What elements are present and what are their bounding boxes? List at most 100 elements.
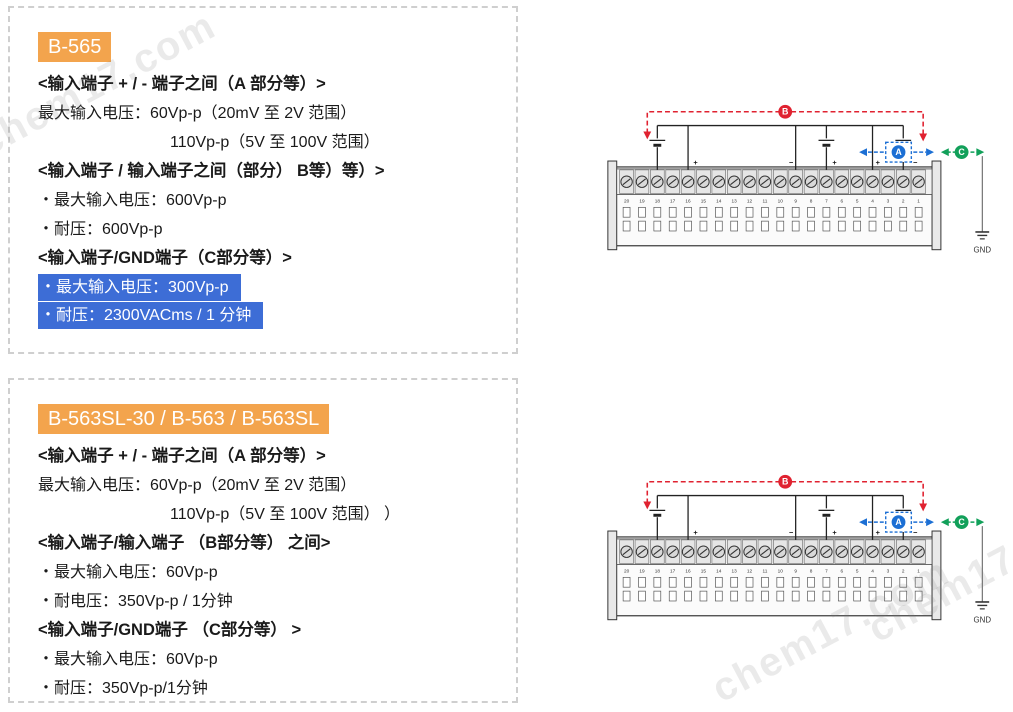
screw-slot [837, 178, 846, 186]
terminal-number: 19 [639, 568, 645, 574]
screw-slot [637, 548, 647, 556]
wire-hole [776, 206, 785, 218]
wire-hole [730, 206, 738, 218]
screw-slot [730, 548, 739, 556]
spec-line: ・耐电压：350Vp-p / 1分钟 [38, 593, 233, 610]
screw-slot [776, 178, 785, 186]
wire-hole [914, 590, 923, 602]
terminal-number: 8 [810, 198, 813, 204]
terminal-number: 4 [871, 198, 874, 204]
wire-hole [837, 576, 846, 588]
wire-hole [791, 576, 800, 588]
polarity-label: − [913, 528, 917, 537]
c-arrow-right [976, 518, 985, 527]
wire-hole [745, 590, 754, 602]
wire-hole [684, 220, 692, 232]
screw-slot [668, 178, 677, 186]
a-arrow-left [859, 148, 868, 157]
terminal-number: 20 [624, 568, 630, 574]
polarity-label: − [913, 158, 917, 167]
wire-hole [745, 576, 754, 588]
screw-slot [760, 548, 770, 556]
terminal-number: 6 [840, 198, 843, 204]
wire-hole [684, 576, 692, 588]
wire-hole [822, 576, 831, 588]
spec-line: 110Vp-p（5V 至 100V 范围） [170, 134, 380, 151]
wire-hole [745, 220, 754, 232]
wire-hole [791, 206, 800, 218]
terminal-number: 14 [716, 568, 722, 574]
wire-hole [884, 220, 892, 232]
screw-slot [868, 178, 877, 186]
wire-hole [622, 590, 631, 602]
a-arrow-right [926, 148, 935, 157]
screw-slot [653, 548, 662, 556]
spec-line-highlighted: ・耐压：2300VACms / 1 分钟 [38, 302, 264, 329]
screw-slot [791, 548, 800, 556]
wire-hole [868, 206, 877, 218]
wire-hole [868, 220, 877, 232]
wire-hole [730, 220, 738, 232]
a-label-badge [891, 515, 906, 530]
polarity-label: + [832, 158, 837, 167]
end-cap-left [607, 530, 618, 621]
terminal-number: 1 [917, 568, 920, 574]
terminal-number: 10 [778, 198, 784, 204]
terminal-number: 4 [871, 568, 874, 574]
wire-hole [684, 590, 692, 602]
polarity-label: + [832, 528, 837, 537]
wire-hole [837, 220, 846, 232]
wire-hole [761, 590, 769, 602]
screw-slot [668, 548, 677, 556]
wire-hole [730, 576, 738, 588]
screw-slot [653, 178, 662, 186]
screw-slot [806, 178, 816, 186]
a-label: A [895, 147, 902, 157]
terminal-number: 10 [778, 568, 784, 574]
terminal-number: 6 [840, 568, 843, 574]
c-label-badge [954, 145, 969, 160]
wire-hole [622, 220, 631, 232]
b-arrow-left [643, 501, 652, 510]
terminal-number: 15 [701, 198, 707, 204]
wire-hole [822, 590, 831, 602]
terminal-number: 15 [701, 568, 707, 574]
a-arrow-right [926, 518, 935, 527]
section-heading: <输入端子/输入端子 （B部分等） 之间> [38, 534, 331, 552]
b-label: B [782, 107, 788, 117]
a-label-badge [891, 145, 906, 160]
section-heading: <输入端子 + / - 端子之间（A 部分等）> [38, 447, 326, 465]
wire-hole [884, 206, 892, 218]
wire-hole [668, 220, 677, 232]
wire-hole [653, 206, 662, 218]
screw-slot [760, 178, 770, 186]
wire-hole [822, 220, 831, 232]
wire-hole [668, 576, 677, 588]
terminal-number: 13 [732, 198, 738, 204]
screw-slot [853, 548, 862, 556]
wire-hole [653, 590, 662, 602]
terminal-number: 19 [639, 198, 645, 204]
terminal-number: 18 [655, 568, 661, 574]
screw-slot [899, 548, 908, 556]
wire-hole [684, 206, 692, 218]
polarity-label: + [876, 158, 881, 167]
section-heading: <输入端子/GND端子（C部分等）> [38, 249, 292, 267]
terminal-number: 1 [917, 198, 920, 204]
wire-hole [807, 590, 815, 602]
polarity-label: + [693, 158, 698, 167]
wire-hole [638, 206, 646, 218]
wire-hole [807, 206, 815, 218]
screw-slot [822, 178, 831, 186]
terminal-number: 5 [856, 198, 859, 204]
wire-hole [761, 576, 769, 588]
c-label: C [958, 517, 965, 527]
screw-slot [853, 178, 862, 186]
wire-hole [715, 576, 723, 588]
wire-hole [884, 576, 892, 588]
wire-hole [884, 590, 892, 602]
wire-hole [715, 220, 723, 232]
wire-hole [899, 220, 908, 232]
terminal-number: 17 [670, 198, 676, 204]
wire-hole [776, 576, 785, 588]
